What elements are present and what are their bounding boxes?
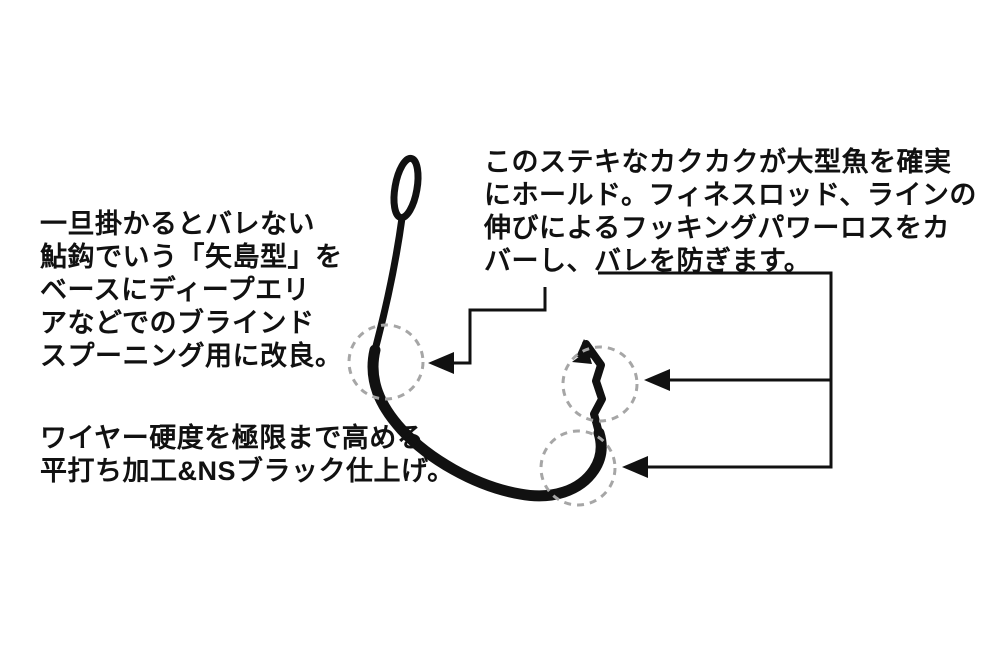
arrow-to-shank-bend <box>428 352 454 374</box>
hook-bend <box>367 344 607 502</box>
leader-lines <box>452 271 833 469</box>
annotation-line: バーし、バレを防ぎます。 <box>484 246 812 276</box>
annotation-line: ワイヤー硬度を極限まで高める <box>40 423 425 453</box>
arrowheads <box>428 352 670 478</box>
annotation-line: スプーニング用に改良。 <box>40 341 343 371</box>
annotation-line: 平打ち加工&NSブラック仕上げ。 <box>40 456 455 486</box>
arrow-to-bottom-bend <box>622 456 648 478</box>
annotation-line: にホールド。フィネスロッド、ラインの <box>484 180 977 210</box>
annotation-line: ベースにディープエリ <box>40 275 311 305</box>
highlight-circle-point-bend <box>561 345 639 423</box>
annotation-kakukaku-hold: このステキなカクカクが大型魚を確実 にホールド。フィネスロッド、ラインの 伸びに… <box>484 146 977 278</box>
arrow-to-point-bend <box>644 369 670 391</box>
annotation-line: アなどでのブラインド <box>40 308 315 338</box>
highlight-circles <box>347 323 639 507</box>
annotation-hook-shape: 一旦掛かるとバレない 鮎鈎でいう「矢島型」を ベースにディープエリ アなどでのブ… <box>40 208 343 373</box>
annotation-line: 一旦掛かるとバレない <box>40 209 315 239</box>
annotation-line: 伸びによるフッキングパワーロスをカ <box>484 213 950 243</box>
highlight-circle-bottom-bend <box>539 429 617 507</box>
hook-shank <box>371 214 406 354</box>
hook-point-section <box>582 340 606 437</box>
annotation-wire-finish: ワイヤー硬度を極限まで高める 平打ち加工&NSブラック仕上げ。 <box>40 422 455 488</box>
hook-barb <box>572 350 592 364</box>
annotation-line: このステキなカクカクが大型魚を確実 <box>484 147 952 177</box>
highlight-circle-shank-bend <box>347 323 425 401</box>
annotation-line: 鮎鈎でいう「矢島型」を <box>40 242 343 272</box>
leader-line-right-bracket <box>598 271 833 469</box>
hook-eye <box>390 154 422 222</box>
leader-line-shank-bend <box>452 287 547 365</box>
